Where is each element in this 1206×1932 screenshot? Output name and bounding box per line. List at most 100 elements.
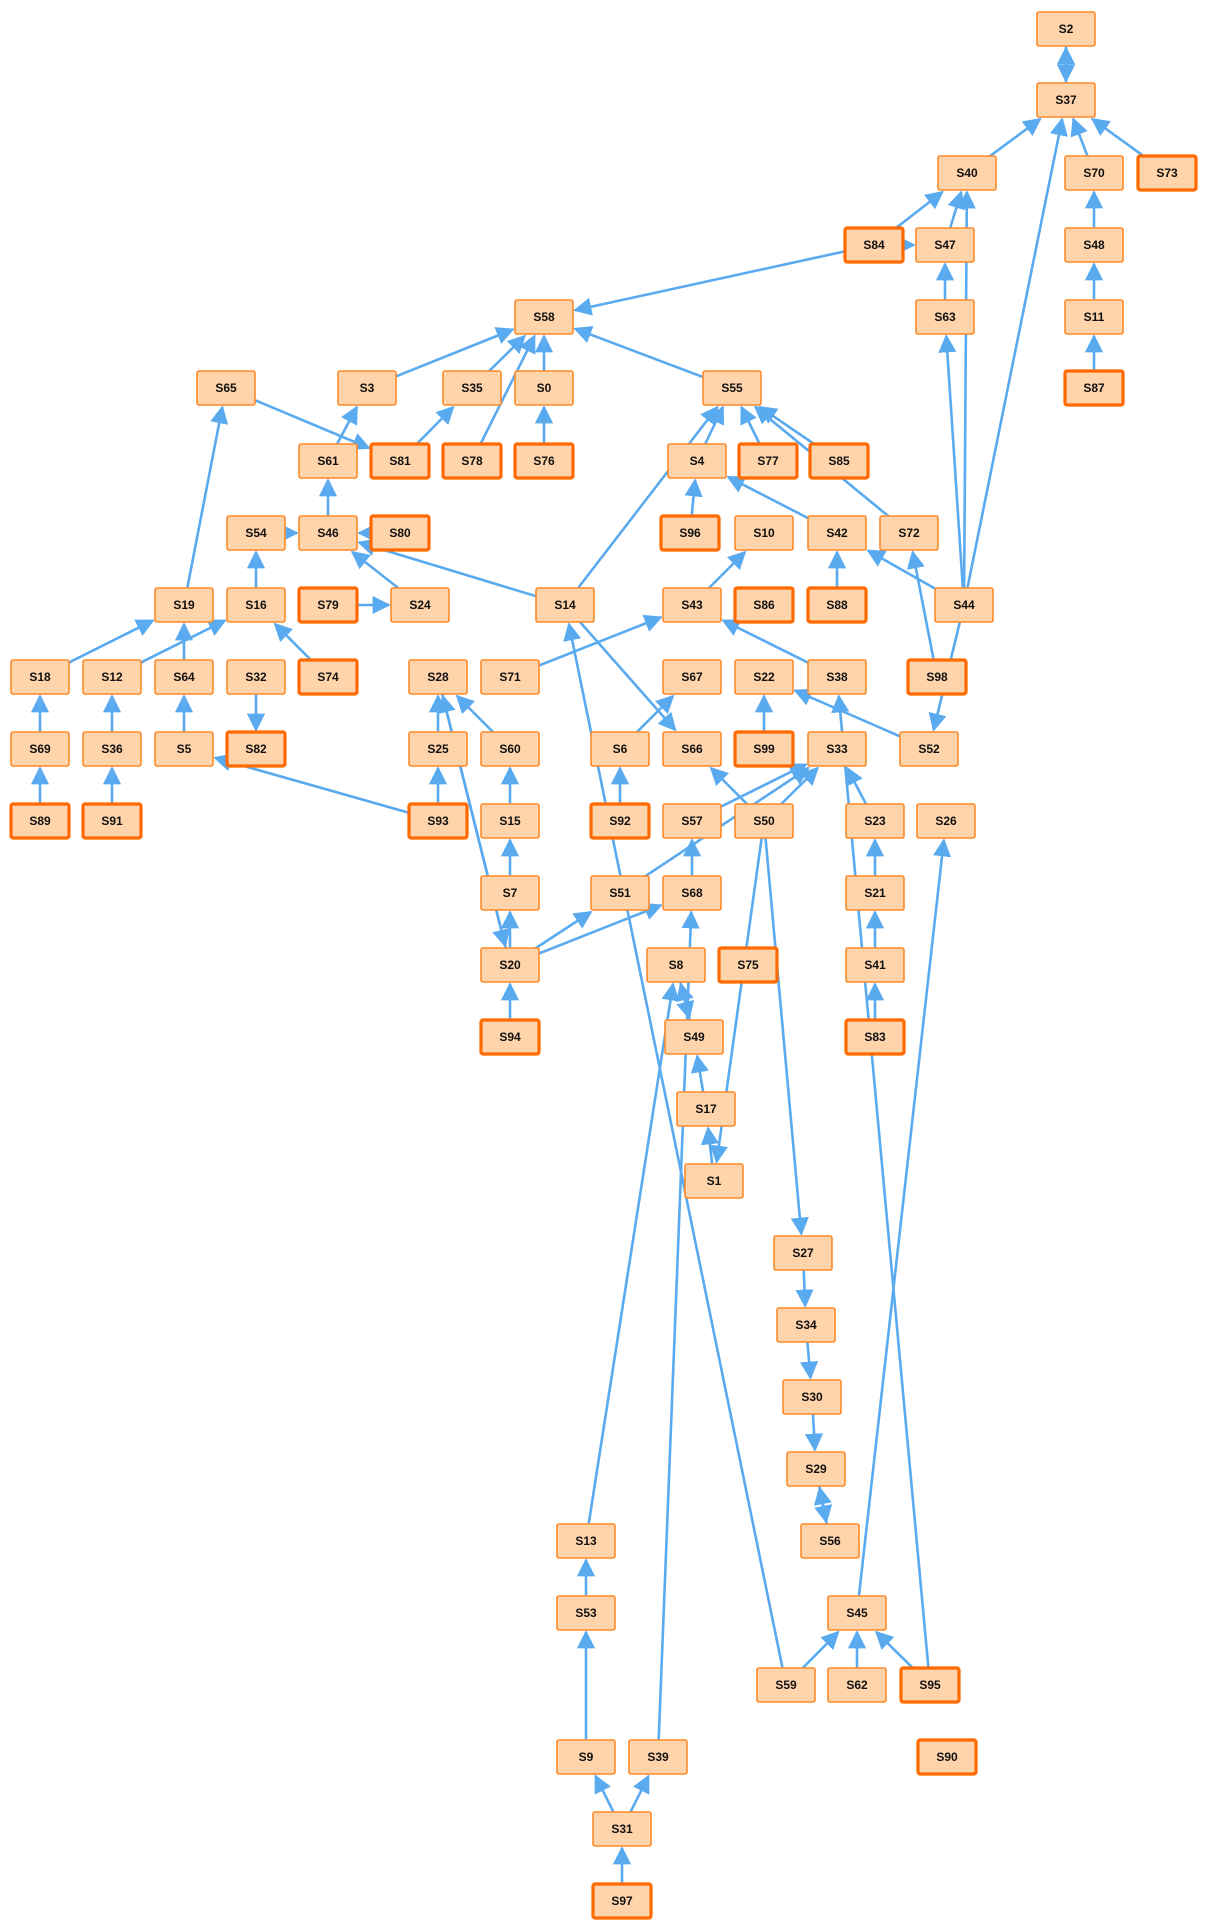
node-s36[interactable]: S36	[82, 731, 142, 767]
node-s18[interactable]: S18	[10, 659, 70, 695]
node-s87[interactable]: S87	[1063, 369, 1125, 407]
node-s26[interactable]: S26	[916, 803, 976, 839]
node-s34[interactable]: S34	[776, 1307, 836, 1343]
node-s15[interactable]: S15	[480, 803, 540, 839]
node-s59[interactable]: S59	[756, 1667, 816, 1703]
node-s19[interactable]: S19	[154, 587, 214, 623]
node-s99[interactable]: S99	[733, 730, 795, 768]
node-s67[interactable]: S67	[662, 659, 722, 695]
node-s90[interactable]: S90	[916, 1738, 978, 1776]
node-s88[interactable]: S88	[806, 586, 868, 624]
node-s49[interactable]: S49	[664, 1019, 724, 1055]
node-s64[interactable]: S64	[154, 659, 214, 695]
node-s68[interactable]: S68	[662, 875, 722, 911]
node-s95[interactable]: S95	[899, 1666, 961, 1704]
node-s30[interactable]: S30	[782, 1379, 842, 1415]
node-s33[interactable]: S33	[807, 731, 867, 767]
node-s71[interactable]: S71	[480, 659, 540, 695]
node-s85[interactable]: S85	[808, 442, 870, 480]
node-s7[interactable]: S7	[480, 875, 540, 911]
node-s57[interactable]: S57	[662, 803, 722, 839]
node-s35[interactable]: S35	[442, 370, 502, 406]
node-s5[interactable]: S5	[154, 731, 214, 767]
node-s56[interactable]: S56	[800, 1523, 860, 1559]
node-s98[interactable]: S98	[906, 658, 968, 696]
node-s37[interactable]: S37	[1036, 82, 1096, 118]
node-s39[interactable]: S39	[628, 1739, 688, 1775]
node-s63[interactable]: S63	[915, 299, 975, 335]
node-s46[interactable]: S46	[298, 515, 358, 551]
node-s86[interactable]: S86	[733, 586, 795, 624]
node-s96[interactable]: S96	[659, 514, 721, 552]
node-s25[interactable]: S25	[408, 731, 468, 767]
node-s22[interactable]: S22	[734, 659, 794, 695]
node-s28[interactable]: S28	[408, 659, 468, 695]
node-s89[interactable]: S89	[9, 802, 71, 840]
node-s45[interactable]: S45	[827, 1595, 887, 1631]
node-s53[interactable]: S53	[556, 1595, 616, 1631]
node-s17[interactable]: S17	[676, 1091, 736, 1127]
node-s44[interactable]: S44	[934, 587, 994, 623]
node-s42[interactable]: S42	[807, 515, 867, 551]
node-s6[interactable]: S6	[590, 731, 650, 767]
node-s93[interactable]: S93	[407, 802, 469, 840]
node-s32[interactable]: S32	[226, 659, 286, 695]
node-s84[interactable]: S84	[843, 226, 905, 264]
node-s0[interactable]: S0	[514, 370, 574, 406]
node-s43[interactable]: S43	[662, 587, 722, 623]
node-s16[interactable]: S16	[226, 587, 286, 623]
node-s55[interactable]: S55	[702, 370, 762, 406]
node-s4[interactable]: S4	[667, 443, 727, 479]
node-s70[interactable]: S70	[1064, 155, 1124, 191]
node-s77[interactable]: S77	[737, 442, 799, 480]
node-s97[interactable]: S97	[591, 1882, 653, 1920]
node-s94[interactable]: S94	[479, 1018, 541, 1056]
node-s78[interactable]: S78	[441, 442, 503, 480]
node-s73[interactable]: S73	[1136, 154, 1198, 192]
node-s66[interactable]: S66	[662, 731, 722, 767]
node-s72[interactable]: S72	[879, 515, 939, 551]
node-s12[interactable]: S12	[82, 659, 142, 695]
node-s51[interactable]: S51	[590, 875, 650, 911]
node-s31[interactable]: S31	[592, 1811, 652, 1847]
node-s14[interactable]: S14	[535, 587, 595, 623]
node-s29[interactable]: S29	[786, 1451, 846, 1487]
node-s3[interactable]: S3	[337, 370, 397, 406]
node-s74[interactable]: S74	[297, 658, 359, 696]
node-s21[interactable]: S21	[845, 875, 905, 911]
node-s75[interactable]: S75	[717, 946, 779, 984]
node-s38[interactable]: S38	[807, 659, 867, 695]
node-s10[interactable]: S10	[734, 515, 794, 551]
node-s54[interactable]: S54	[226, 515, 286, 551]
node-s79[interactable]: S79	[297, 586, 359, 624]
node-s91[interactable]: S91	[81, 802, 143, 840]
node-s76[interactable]: S76	[513, 442, 575, 480]
node-s9[interactable]: S9	[556, 1739, 616, 1775]
node-s81[interactable]: S81	[369, 442, 431, 480]
node-s27[interactable]: S27	[773, 1235, 833, 1271]
node-s60[interactable]: S60	[480, 731, 540, 767]
node-s13[interactable]: S13	[556, 1523, 616, 1559]
node-s23[interactable]: S23	[845, 803, 905, 839]
node-s69[interactable]: S69	[10, 731, 70, 767]
node-s47[interactable]: S47	[915, 227, 975, 263]
node-s20[interactable]: S20	[480, 947, 540, 983]
node-s11[interactable]: S11	[1064, 299, 1124, 335]
node-s1[interactable]: S1	[684, 1163, 744, 1199]
node-s92[interactable]: S92	[589, 802, 651, 840]
node-s40[interactable]: S40	[937, 155, 997, 191]
node-s8[interactable]: S8	[646, 947, 706, 983]
node-s52[interactable]: S52	[899, 731, 959, 767]
node-s24[interactable]: S24	[390, 587, 450, 623]
node-s50[interactable]: S50	[734, 803, 794, 839]
node-s82[interactable]: S82	[225, 730, 287, 768]
node-s41[interactable]: S41	[845, 947, 905, 983]
node-s58[interactable]: S58	[514, 299, 574, 335]
node-s48[interactable]: S48	[1064, 227, 1124, 263]
node-s80[interactable]: S80	[369, 514, 431, 552]
node-s61[interactable]: S61	[298, 443, 358, 479]
node-s83[interactable]: S83	[844, 1018, 906, 1056]
node-s65[interactable]: S65	[196, 370, 256, 406]
node-s2[interactable]: S2	[1036, 11, 1096, 47]
node-s62[interactable]: S62	[827, 1667, 887, 1703]
